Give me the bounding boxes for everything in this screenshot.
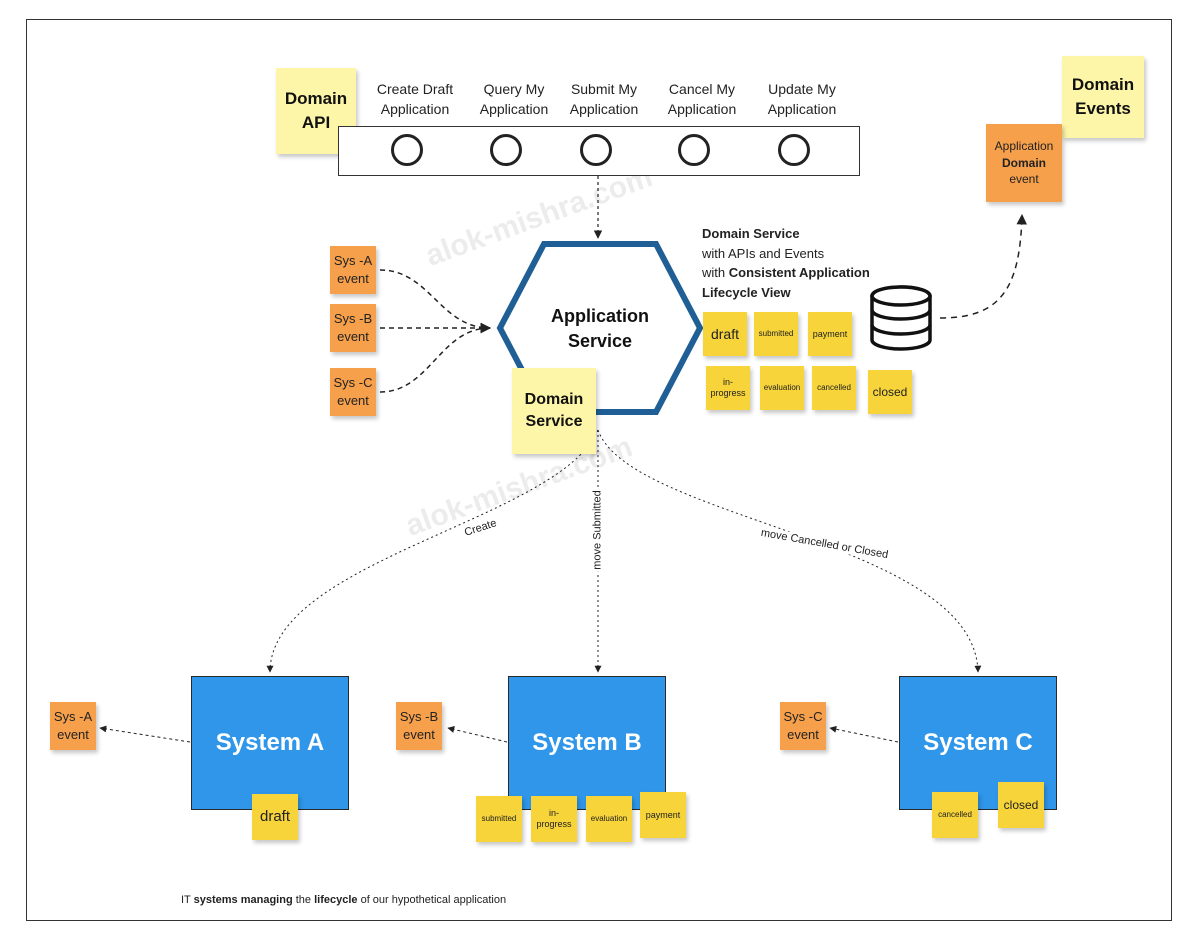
system-b-state-in-progress: in-progress — [531, 796, 577, 842]
lifecycle-state-evaluation: evaluation — [760, 366, 804, 410]
lifecycle-state-closed: closed — [868, 370, 912, 414]
system-a-label: System A — [215, 729, 325, 756]
system-b-label: System B — [532, 729, 642, 756]
domain-service-description: Domain Service with APIs and Events with… — [702, 226, 870, 300]
domain-events-title: Events — [1075, 99, 1131, 118]
lifecycle-state-in-progress: in-progress — [706, 366, 750, 410]
api-endpoint-create[interactable] — [391, 134, 423, 166]
domain-events-title: Domain — [1071, 75, 1135, 95]
system-a-state-draft: draft — [252, 794, 298, 840]
system-b-state-evaluation: evaluation — [586, 796, 632, 842]
api-endpoint-cancel[interactable] — [678, 134, 710, 166]
system-c-state-cancelled: cancelled — [932, 792, 978, 838]
lifecycle-state-cancelled: cancelled — [812, 366, 856, 410]
system-c-state-closed: closed — [998, 782, 1044, 828]
lifecycle-state-payment: payment — [808, 312, 852, 356]
system-b-box[interactable]: System B — [508, 676, 666, 810]
domain-events-note: Domain Events — [1062, 56, 1144, 138]
system-a-event-arrow — [99, 725, 191, 743]
lifecycle-state-submitted: submitted — [754, 312, 798, 356]
system-c-event-arrow — [829, 725, 899, 743]
api-endpoint-update[interactable] — [778, 134, 810, 166]
database-to-event-arrow — [939, 213, 1027, 319]
system-c-label: System C — [923, 729, 1033, 756]
create-arrow — [266, 429, 599, 673]
sys-a-input-arrow — [379, 269, 492, 334]
system-a-box[interactable]: System A — [191, 676, 349, 810]
api-endpoint-submit[interactable] — [580, 134, 612, 166]
database-icon — [870, 285, 932, 351]
domain-api-title: API — [301, 113, 331, 132]
system-b-event-arrow — [447, 726, 508, 743]
diagram-caption: IT systems managing the lifecycle of our… — [181, 894, 507, 906]
domain-api-title: Domain — [284, 89, 348, 109]
sys-c-input-arrow — [379, 322, 492, 393]
application-domain-event-note: Application Domain event — [986, 124, 1062, 202]
system-b-state-submitted: submitted — [476, 796, 522, 842]
lifecycle-state-draft: draft — [703, 312, 747, 356]
api-endpoint-query[interactable] — [490, 134, 522, 166]
system-b-state-payment: payment — [640, 792, 686, 838]
move-cancelled-arrow — [597, 429, 982, 673]
diagram-frame — [26, 19, 1172, 921]
move-submitted-connection-label: move Submitted — [591, 488, 604, 572]
domain-service-note: Domain Service — [512, 368, 596, 454]
